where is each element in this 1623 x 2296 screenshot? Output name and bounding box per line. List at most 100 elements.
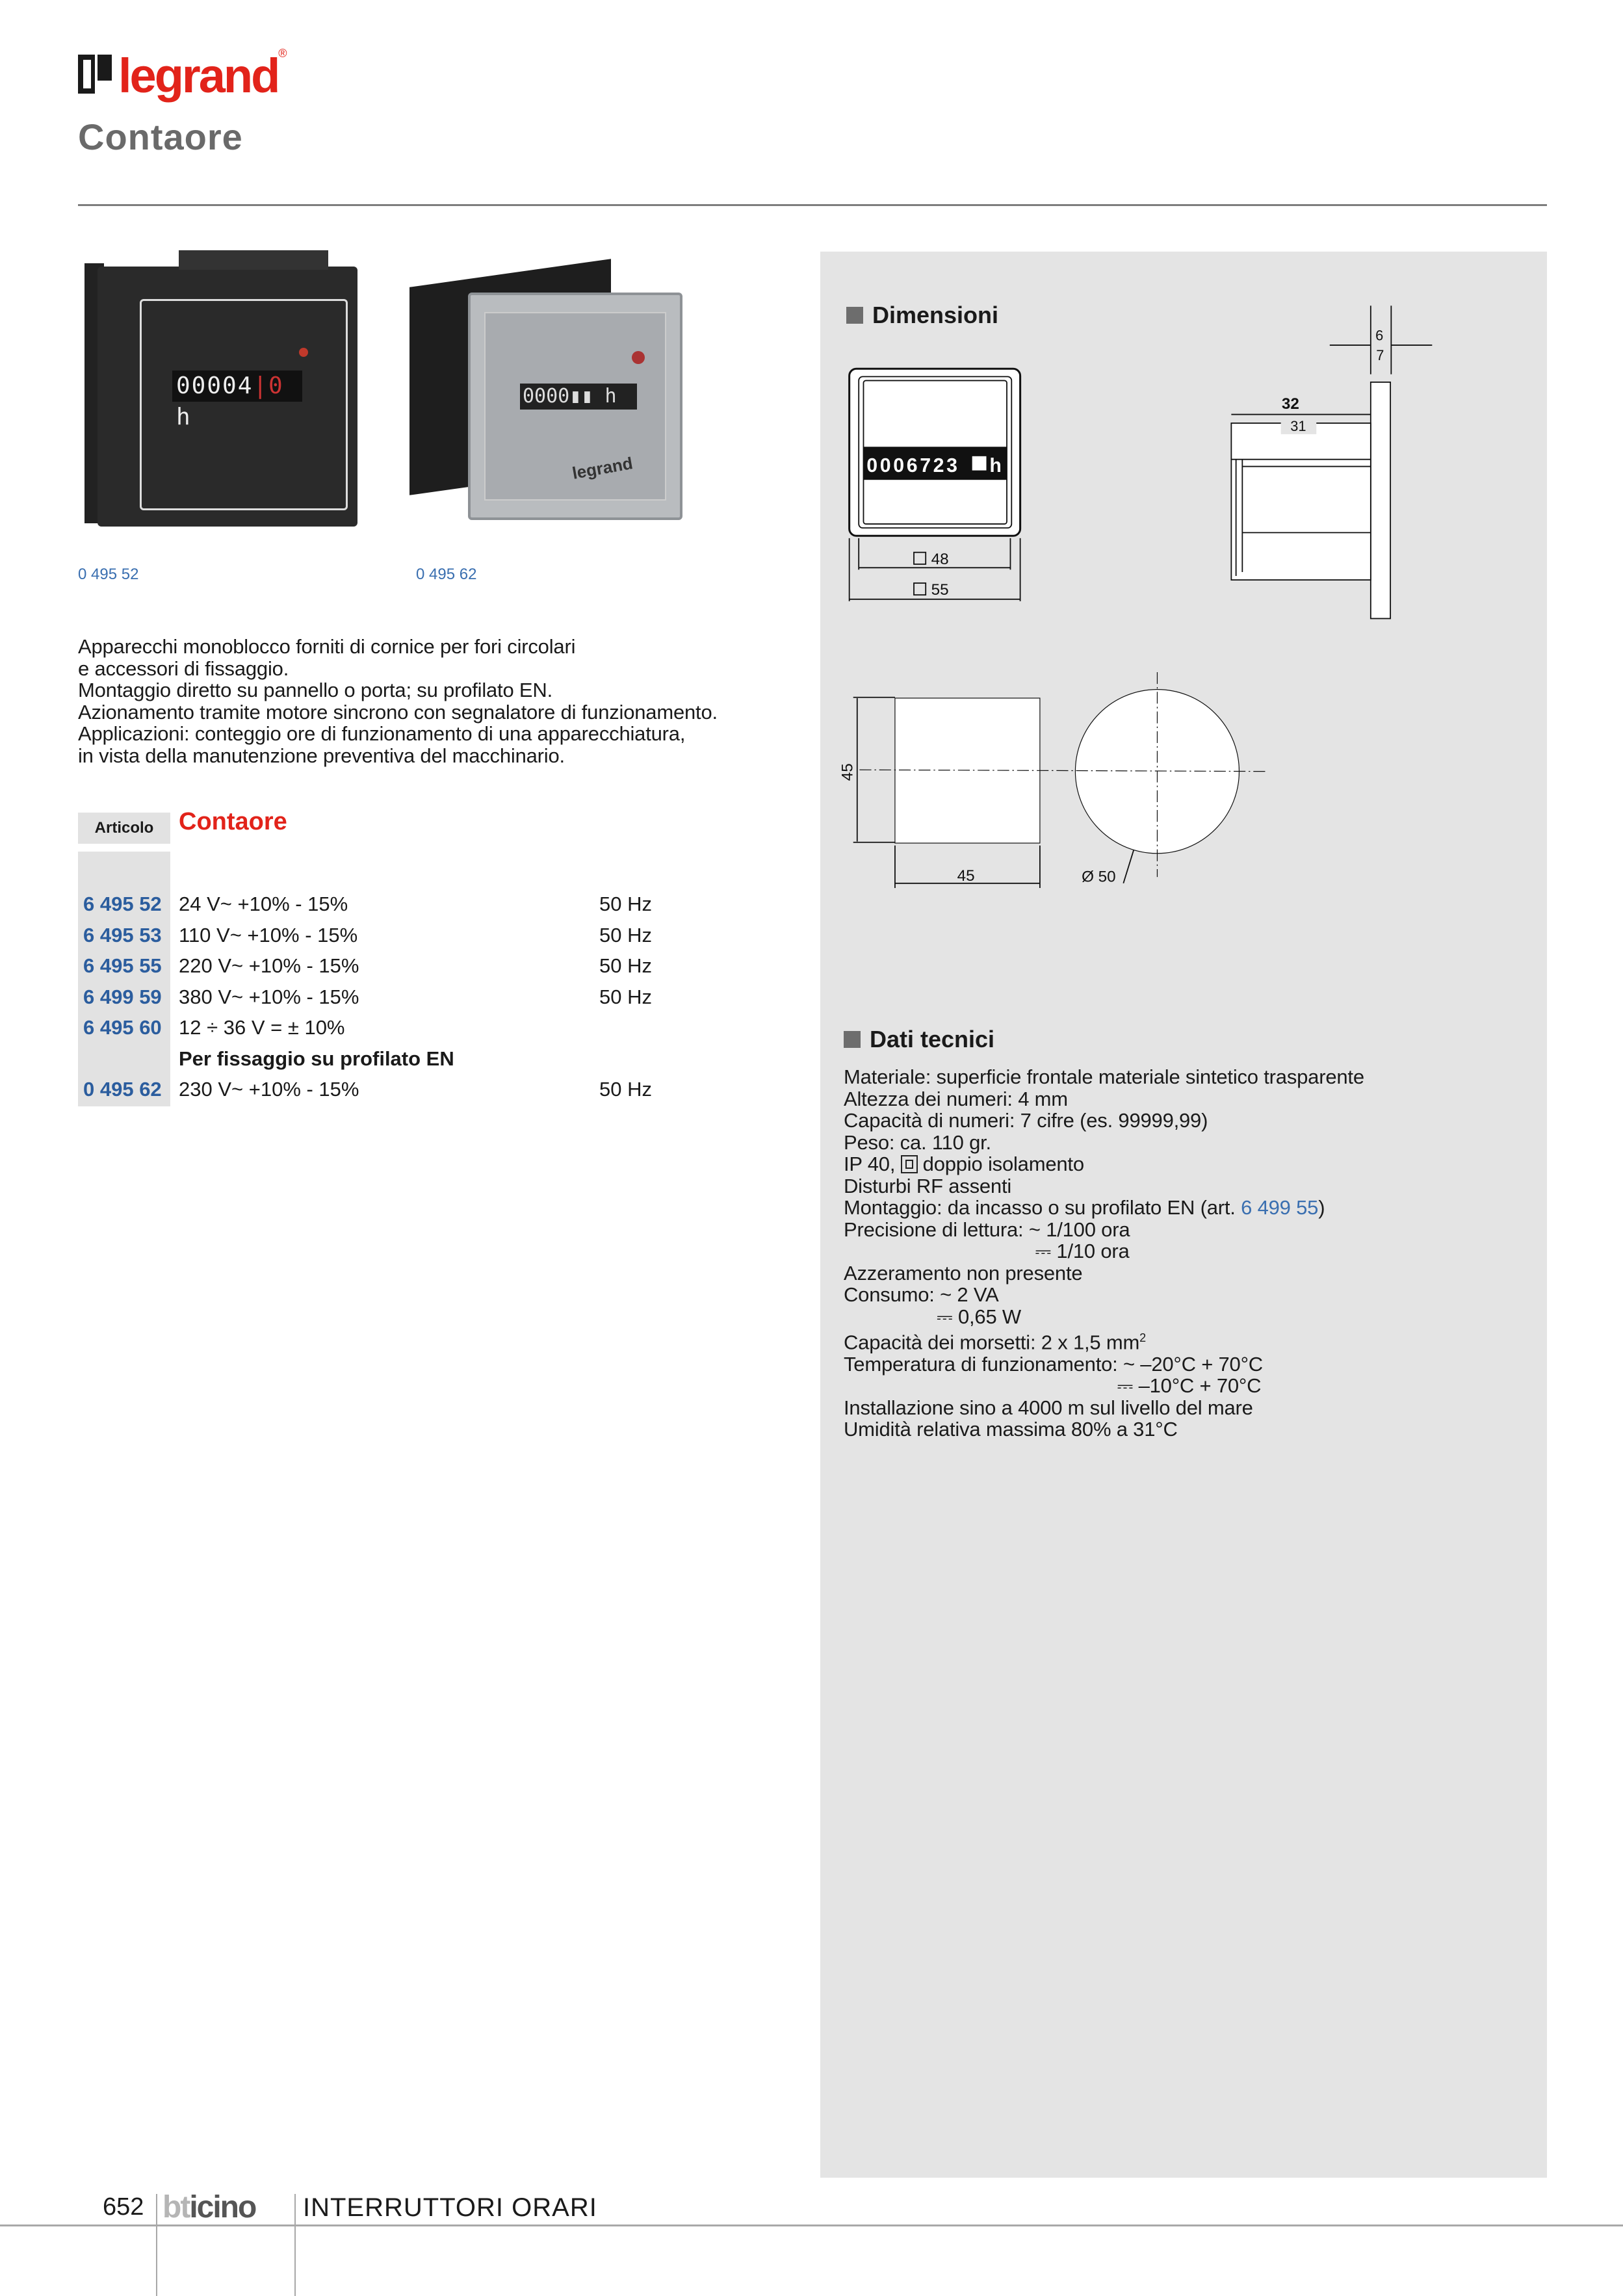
header-divider bbox=[78, 204, 1547, 206]
description-line: Montaggio diretto su pannello o porta; s… bbox=[78, 679, 553, 702]
article-freq: 50 Hz bbox=[599, 1078, 652, 1101]
tech-specs: Materiale: superficie frontale materiale… bbox=[844, 1066, 1364, 1441]
right-info-panel bbox=[820, 252, 1547, 2178]
superscript: 2 bbox=[1139, 1331, 1146, 1344]
footer-separator bbox=[294, 2194, 296, 2296]
legrand-mark-icon bbox=[78, 55, 112, 94]
dimensions-drawing: 0006723 h 48 55 32 31 6 7 45 Ø 50 45 bbox=[839, 306, 1433, 889]
dim-label: 7 bbox=[1376, 347, 1384, 363]
tech-line: Azzeramento non presente bbox=[844, 1261, 1083, 1285]
table-subheading-row: Per fissaggio su profilato EN bbox=[0, 1043, 715, 1074]
counter-display: 00004|0 h bbox=[172, 371, 302, 430]
bullet-square-icon bbox=[844, 1031, 861, 1048]
tech-line: IP 40, doppio isolamento bbox=[844, 1153, 1364, 1175]
table-row: 6 495 60 12 ÷ 36 V = ± 10% bbox=[0, 1012, 715, 1043]
product-image-1: 00004|0 h bbox=[78, 250, 357, 540]
double-insulation-icon bbox=[900, 1155, 918, 1173]
table-row: 6 495 53 110 V~ +10% - 15% 50 Hz bbox=[0, 920, 715, 950]
description-line: in vista della manutenzione preventiva d… bbox=[78, 744, 565, 767]
brand-name: legrand bbox=[118, 49, 280, 103]
tech-line: ⎓ –10°C + 70°C bbox=[844, 1374, 1262, 1398]
tech-line: ⎓ 0,65 W bbox=[844, 1305, 1021, 1328]
tech-line: Materiale: superficie frontale materiale… bbox=[844, 1065, 1364, 1088]
tech-line: Disturbi RF assenti bbox=[844, 1174, 1012, 1197]
article-freq: 50 Hz bbox=[599, 954, 652, 977]
page-number: 652 bbox=[103, 2193, 144, 2221]
product-image-2: 0000▮▮ h legrand bbox=[390, 247, 702, 536]
table-row: 6 495 52 24 V~ +10% - 15% 50 Hz bbox=[0, 889, 715, 919]
article-freq: 50 Hz bbox=[599, 985, 652, 1008]
article-freq: 50 Hz bbox=[599, 893, 652, 915]
tech-line: Montaggio: da incasso o su profilato EN … bbox=[844, 1197, 1364, 1219]
description-line: Azionamento tramite motore sincrono con … bbox=[78, 700, 718, 724]
article-code: 6 495 52 bbox=[83, 893, 162, 915]
article-link[interactable]: 6 499 55 bbox=[1241, 1196, 1319, 1219]
dim-label: 45 bbox=[839, 763, 857, 781]
dim-label: 6 bbox=[1375, 328, 1383, 344]
page-title: Contaore bbox=[78, 116, 243, 157]
articolo-header: Articolo bbox=[78, 813, 170, 844]
dimensions-title: Dimensioni bbox=[872, 302, 999, 328]
description-line: e accessori di fissaggio. bbox=[78, 657, 289, 680]
tech-heading: Dati tecnici bbox=[844, 1026, 994, 1053]
drawing-counter-unit: h bbox=[989, 455, 1001, 476]
drawing-counter-digits: 0006723 bbox=[866, 455, 959, 476]
legrand-logo: legrand ® bbox=[78, 47, 287, 100]
product-code-caption: 0 495 62 bbox=[416, 566, 477, 583]
tech-line-text: doppio isolamento bbox=[922, 1153, 1084, 1175]
tech-line: Capacità di numeri: 7 cifre (es. 99999,9… bbox=[844, 1109, 1208, 1132]
article-code-column bbox=[78, 852, 170, 1106]
table-section-title: Contaore bbox=[179, 808, 287, 835]
description-line: Apparecchi monoblocco forniti di cornice… bbox=[78, 635, 576, 658]
article-desc: 12 ÷ 36 V = ± 10% bbox=[179, 1016, 345, 1039]
counter-display: 0000▮▮ h bbox=[520, 384, 637, 410]
product-description: Apparecchi monoblocco forniti di cornice… bbox=[78, 636, 718, 767]
article-desc: 220 V~ +10% - 15% bbox=[179, 954, 359, 977]
dim-label: Ø 50 bbox=[1082, 868, 1116, 885]
article-freq: 50 Hz bbox=[599, 924, 652, 946]
dim-label: 31 bbox=[1290, 418, 1306, 434]
tech-line-text: Montaggio: da incasso o su profilato EN … bbox=[844, 1196, 1241, 1219]
tech-line-text: Capacità dei morsetti: 2 x 1,5 mm bbox=[844, 1331, 1140, 1354]
tech-line-text: ) bbox=[1318, 1196, 1325, 1219]
tech-title: Dati tecnici bbox=[870, 1026, 995, 1052]
article-code: 0 495 62 bbox=[83, 1078, 162, 1101]
tech-line: Peso: ca. 110 gr. bbox=[844, 1130, 991, 1154]
tech-line: Temperatura di funzionamento: ~ –20°C + … bbox=[844, 1352, 1263, 1376]
tech-line: Capacità dei morsetti: 2 x 1,5 mm2 bbox=[844, 1327, 1364, 1353]
dim-label: 48 bbox=[931, 551, 949, 568]
brand-part: icino bbox=[189, 2190, 257, 2224]
registered-icon: ® bbox=[278, 47, 287, 60]
footer-divider bbox=[0, 2224, 1623, 2226]
brand-part: bt bbox=[162, 2190, 190, 2224]
bullet-square-icon bbox=[846, 307, 863, 324]
description-line: Applicazioni: conteggio ore di funzionam… bbox=[78, 722, 686, 746]
tech-line: ⎓ 1/10 ora bbox=[844, 1240, 1130, 1262]
article-code: 6 499 59 bbox=[83, 985, 162, 1008]
tech-line: Umidità relativa massima 80% a 31°C bbox=[844, 1418, 1178, 1441]
article-desc: 24 V~ +10% - 15% bbox=[179, 893, 348, 915]
table-row: 6 495 55 220 V~ +10% - 15% 50 Hz bbox=[0, 950, 715, 981]
product-code-caption: 0 495 52 bbox=[78, 566, 139, 583]
tech-line-text: IP 40, bbox=[844, 1153, 901, 1175]
article-code: 6 495 60 bbox=[83, 1016, 162, 1039]
table-row: 0 495 62 230 V~ +10% - 15% 50 Hz bbox=[0, 1074, 715, 1104]
article-desc: 230 V~ +10% - 15% bbox=[179, 1078, 359, 1101]
table-row: 6 499 59 380 V~ +10% - 15% 50 Hz bbox=[0, 982, 715, 1012]
bticino-logo: bticino bbox=[162, 2190, 257, 2224]
footer-section-title: INTERRUTTORI ORARI bbox=[303, 2193, 597, 2222]
article-code: 6 495 55 bbox=[83, 954, 162, 977]
dimensions-heading: Dimensioni bbox=[846, 302, 998, 329]
table-subheading: Per fissaggio su profilato EN bbox=[179, 1047, 454, 1070]
dim-label: 32 bbox=[1282, 395, 1299, 413]
dim-label: 45 bbox=[957, 867, 975, 885]
tech-line: Altezza dei numeri: 4 mm bbox=[844, 1087, 1068, 1110]
article-desc: 110 V~ +10% - 15% bbox=[179, 924, 358, 946]
tech-line: Installazione sino a 4000 m sul livello … bbox=[844, 1396, 1253, 1419]
article-desc: 380 V~ +10% - 15% bbox=[179, 985, 359, 1008]
article-code: 6 495 53 bbox=[83, 924, 162, 946]
footer-separator bbox=[156, 2194, 157, 2296]
tech-line: Precisione di lettura: ~ 1/100 ora bbox=[844, 1218, 1130, 1241]
tech-line: Consumo: ~ 2 VA bbox=[844, 1283, 999, 1306]
dim-label: 55 bbox=[931, 581, 949, 599]
